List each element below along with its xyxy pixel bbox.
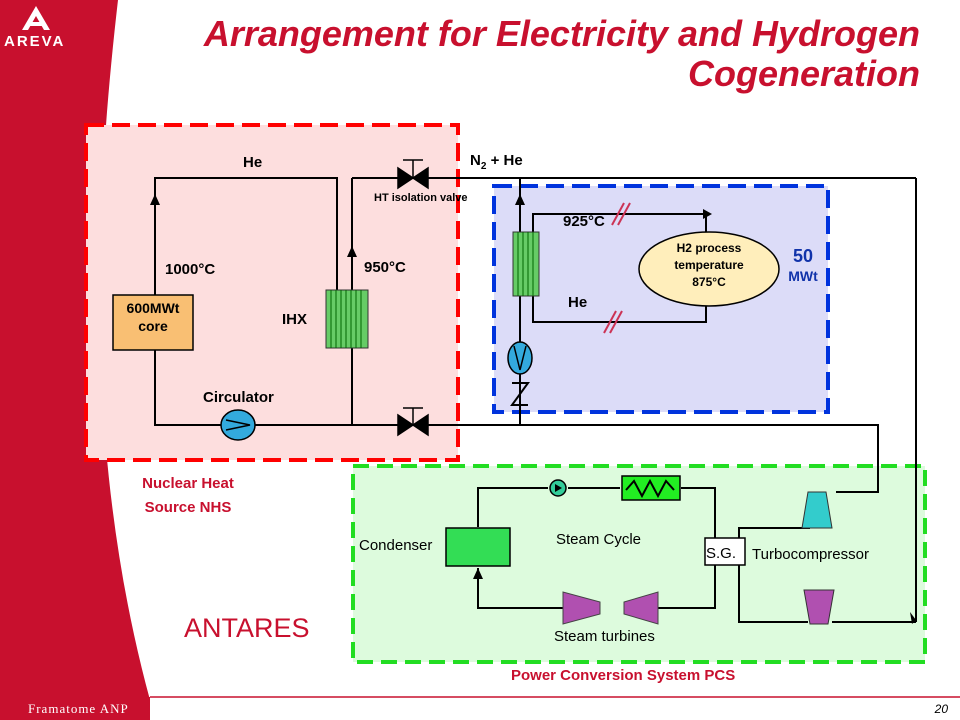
temp-1000-label: 1000°C bbox=[165, 261, 216, 278]
footer-company: Framatome ANP bbox=[28, 701, 129, 716]
areva-logo-icon bbox=[22, 6, 50, 30]
he-loop-label: He bbox=[568, 294, 588, 311]
h2-process-ellipse bbox=[638, 231, 780, 307]
sg-label: S.G. bbox=[706, 545, 737, 562]
h2-line-1: H2 process bbox=[676, 241, 742, 255]
condenser-box bbox=[445, 527, 511, 567]
pcs-label: Power Conversion System PCS bbox=[511, 667, 736, 684]
h2-line-2: temperature bbox=[674, 258, 744, 272]
n2-he-label: N2 + He bbox=[470, 152, 523, 172]
h2-zone bbox=[492, 184, 830, 414]
core-label-line-2: core bbox=[138, 318, 168, 334]
temp-925-label: 925°C bbox=[563, 213, 605, 230]
ht-isolation-valve-icon bbox=[397, 159, 429, 190]
steam-generator-box bbox=[704, 537, 746, 566]
steam-cycle-label: Steam Cycle bbox=[556, 531, 642, 548]
core-box bbox=[112, 294, 194, 351]
pipe-break-marks bbox=[603, 202, 631, 334]
circulator-label: Circulator bbox=[203, 389, 274, 406]
pcs-pump-icon bbox=[549, 479, 567, 497]
turbocompressor-label: Turbocompressor bbox=[752, 546, 869, 563]
title-line-2: Cogeneration bbox=[687, 53, 920, 94]
logo-text: AREVA bbox=[4, 33, 66, 50]
h2-line-3: 875°C bbox=[692, 275, 726, 289]
title-line-1: Arrangement for Electricity and Hydrogen bbox=[203, 13, 920, 54]
bottom-valve-icon bbox=[397, 407, 429, 437]
antares-label: ANTARES bbox=[184, 613, 310, 643]
nhs-line-2: Source NHS bbox=[144, 499, 232, 516]
circulator-icon bbox=[220, 409, 256, 441]
core-label: 600MWt core bbox=[113, 299, 193, 335]
primary-loop-lines bbox=[154, 177, 917, 623]
heater-icon bbox=[621, 475, 681, 501]
mwt-label: 50 MWt bbox=[786, 246, 820, 286]
n2-subscript: 2 bbox=[480, 161, 487, 172]
h2-exchanger bbox=[512, 231, 540, 297]
core-label-line-1: 600MWt bbox=[126, 300, 180, 316]
turbine-stage-icon bbox=[803, 589, 835, 625]
page-number: 20 bbox=[934, 702, 948, 716]
slide-title: Arrangement for Electricity and Hydrogen… bbox=[200, 14, 920, 94]
brand-band bbox=[0, 0, 150, 720]
nhs-label: Nuclear Heat Source NHS bbox=[128, 472, 248, 520]
ht-isolation-valve-label: HT isolation valve bbox=[374, 192, 468, 204]
check-valve-icon bbox=[510, 382, 530, 406]
mwt-unit: MWt bbox=[788, 268, 818, 284]
ihx-exchanger bbox=[325, 289, 369, 349]
steam-turbines-label: Steam turbines bbox=[554, 628, 655, 645]
n2-rest-text: + He bbox=[486, 152, 523, 169]
h2-pump-icon bbox=[507, 341, 533, 375]
nhs-line-1: Nuclear Heat bbox=[142, 475, 234, 492]
he-top-label: He bbox=[243, 154, 263, 171]
n2-text: N bbox=[470, 152, 481, 169]
steam-turbine-2 bbox=[623, 591, 659, 625]
temp-950-label: 950°C bbox=[364, 259, 406, 276]
footer-band bbox=[0, 697, 150, 720]
mwt-value: 50 bbox=[792, 246, 814, 266]
ihx-label: IHX bbox=[282, 311, 308, 328]
h2-process-label: H2 process temperature 875°C bbox=[660, 240, 758, 291]
condenser-label: Condenser bbox=[359, 537, 433, 554]
nhs-zone bbox=[84, 123, 460, 462]
compressor-stage-icon bbox=[801, 491, 833, 529]
steam-turbine-1 bbox=[562, 591, 601, 625]
